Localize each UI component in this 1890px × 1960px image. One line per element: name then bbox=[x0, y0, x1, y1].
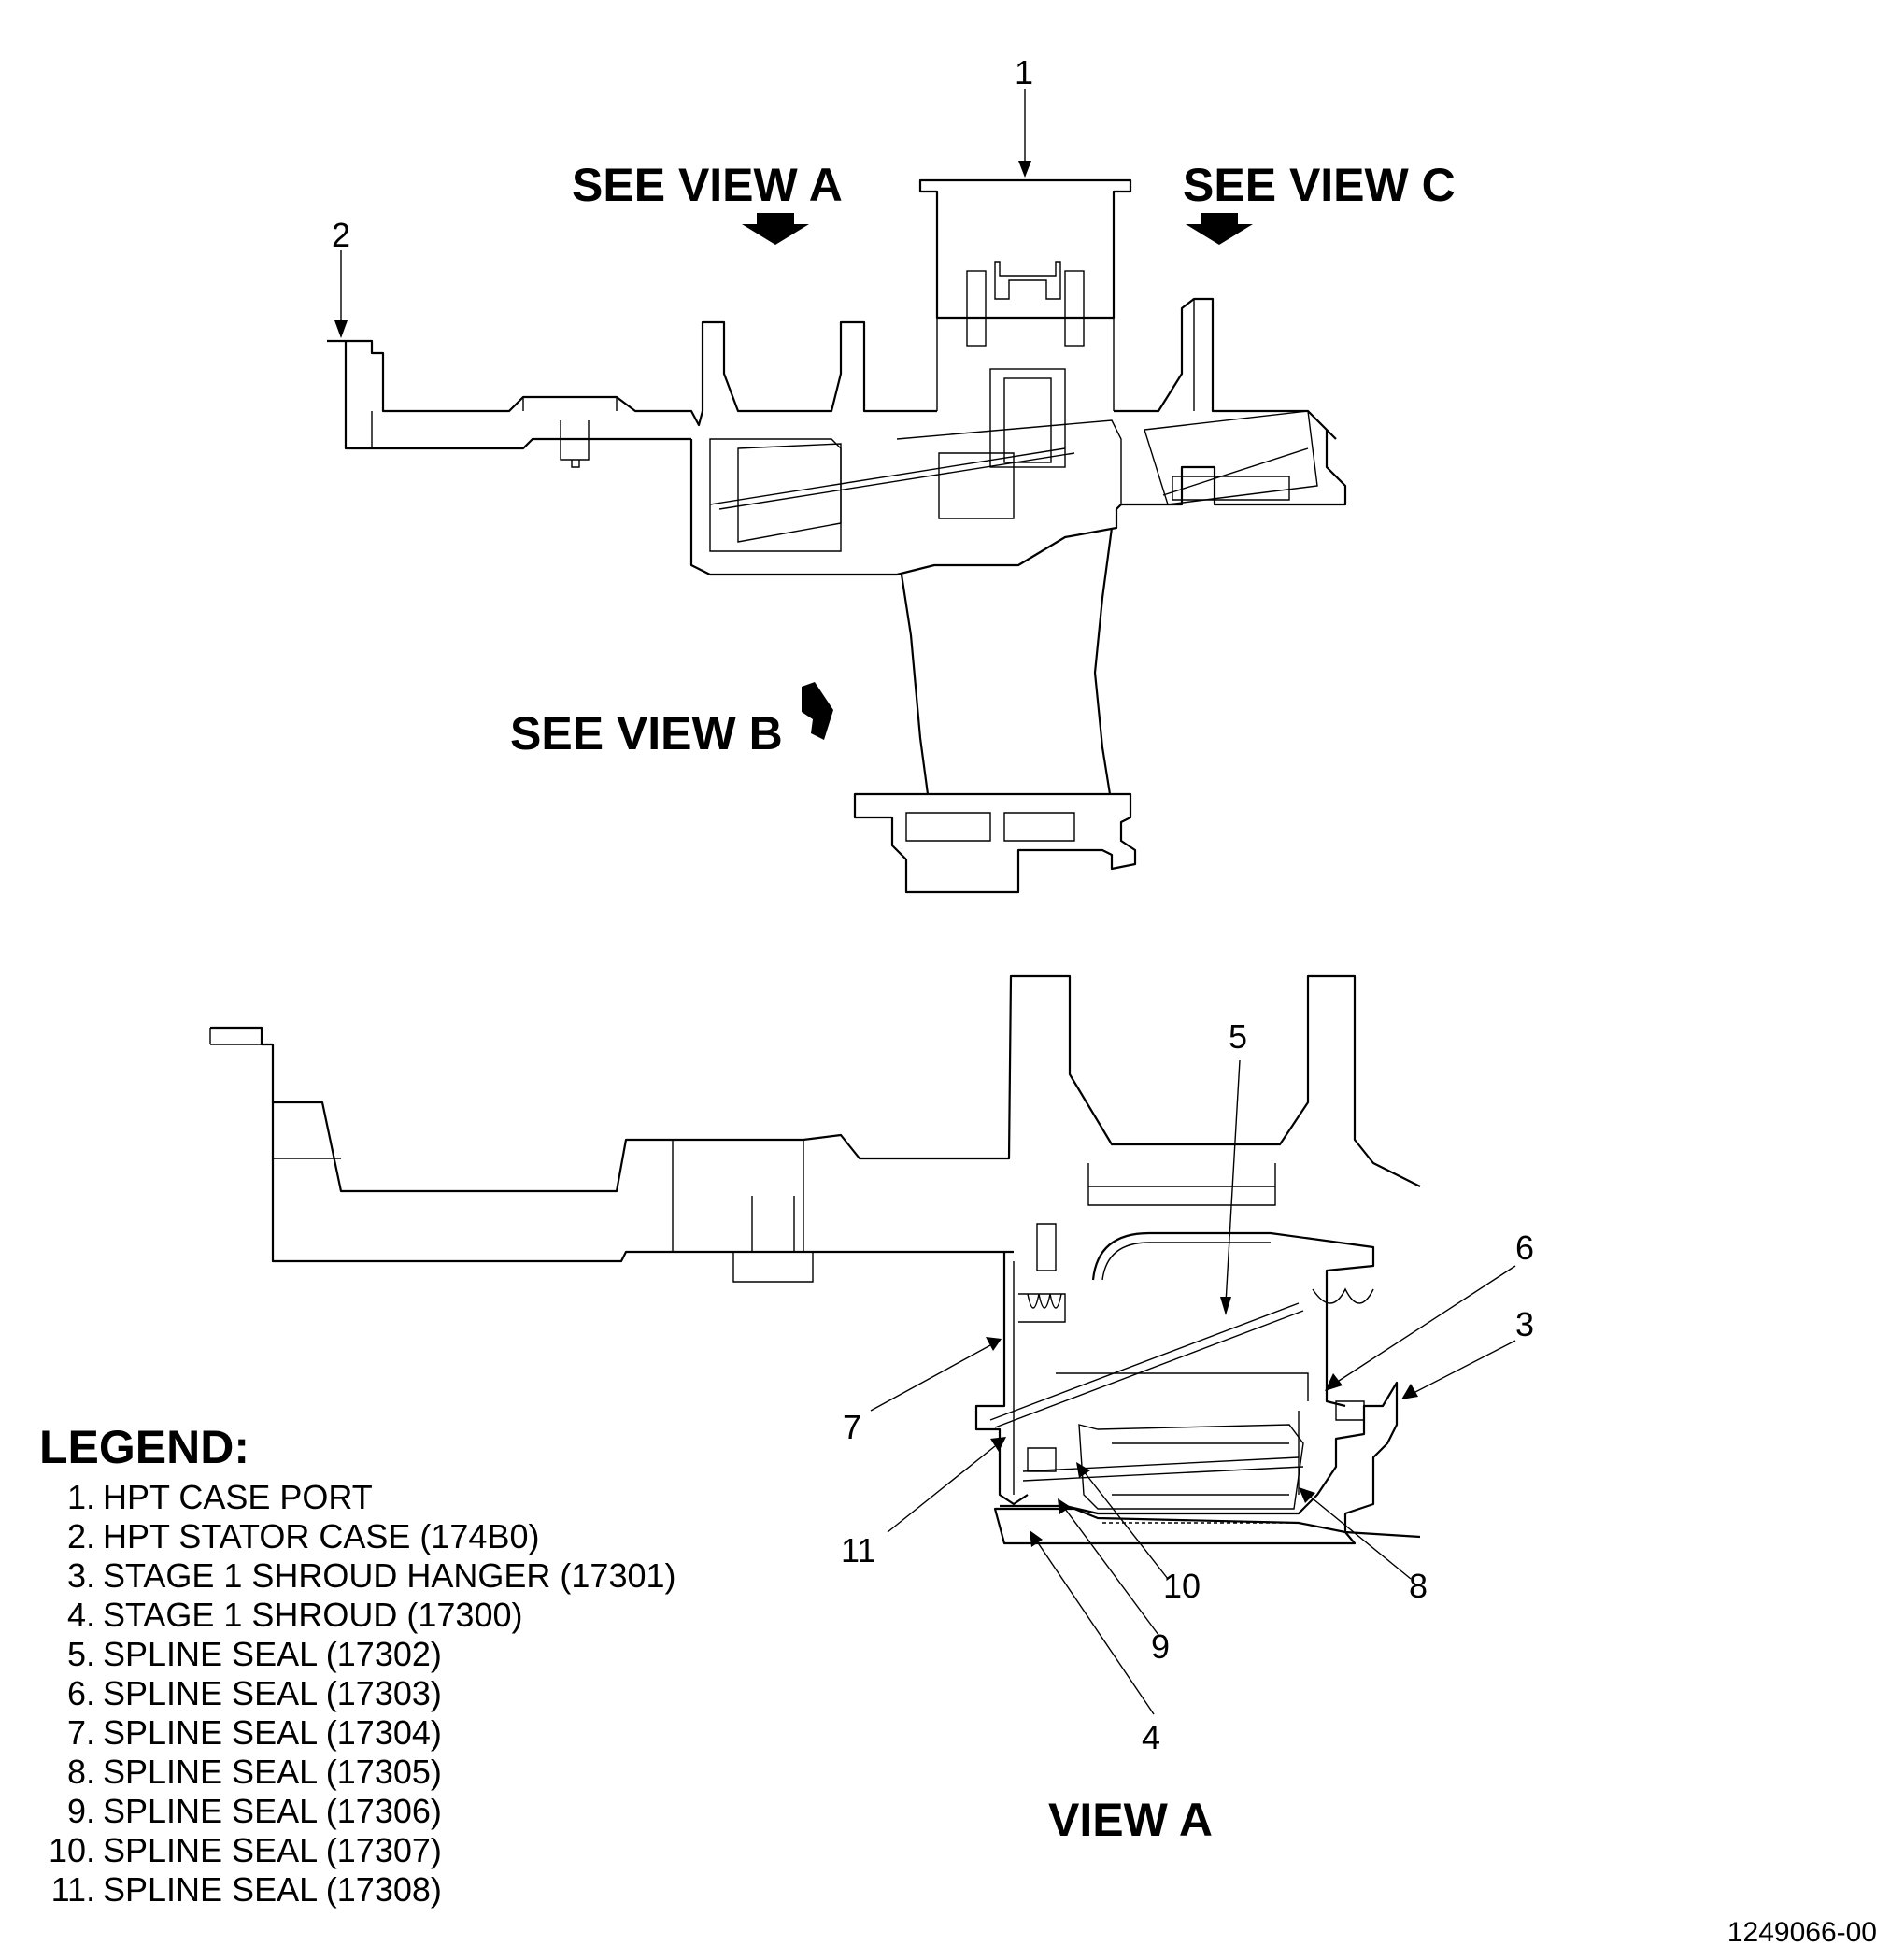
legend-item: 11.SPLINE SEAL (17308) bbox=[39, 1870, 676, 1910]
legend-item: 9.SPLINE SEAL (17306) bbox=[39, 1792, 676, 1831]
legend-item: 2.HPT STATOR CASE (174B0) bbox=[39, 1517, 676, 1556]
view-c-direction-arrow bbox=[1186, 213, 1253, 245]
legend-item-text: STAGE 1 SHROUD (17300) bbox=[103, 1596, 523, 1634]
legend-item-text: SPLINE SEAL (17306) bbox=[103, 1792, 442, 1830]
legend-item-text: SPLINE SEAL (17305) bbox=[103, 1753, 442, 1791]
figure-number: 1249066-00 bbox=[1727, 1917, 1877, 1948]
legend-item-text: STAGE 1 SHROUD HANGER (17301) bbox=[103, 1556, 676, 1595]
legend-item-number: 7. bbox=[66, 1713, 95, 1752]
callout-6: 6 bbox=[1515, 1229, 1534, 1267]
legend-item: 10.SPLINE SEAL (17307) bbox=[39, 1831, 676, 1870]
callout-3: 3 bbox=[1515, 1305, 1534, 1343]
see-view-b-label: SEE VIEW B bbox=[510, 707, 783, 760]
legend-item-text: SPLINE SEAL (17308) bbox=[103, 1870, 442, 1909]
legend-item-number: 9. bbox=[66, 1792, 95, 1830]
callout-2: 2 bbox=[332, 216, 350, 254]
view-a-leaders bbox=[870, 1059, 1516, 1715]
callout-11: 11 bbox=[841, 1531, 875, 1569]
view-a-label: VIEW A bbox=[1048, 1794, 1213, 1846]
legend-item-number: 8. bbox=[66, 1753, 95, 1791]
legend-item-text: SPLINE SEAL (17304) bbox=[103, 1713, 442, 1752]
legend-item-text: SPLINE SEAL (17302) bbox=[103, 1635, 442, 1673]
upper-leaders bbox=[334, 89, 1253, 740]
see-view-c-label: SEE VIEW C bbox=[1183, 159, 1456, 211]
legend-item-text: SPLINE SEAL (17307) bbox=[103, 1831, 442, 1869]
legend-item-text: HPT CASE PORT bbox=[103, 1478, 373, 1516]
legend-item: 8.SPLINE SEAL (17305) bbox=[39, 1753, 676, 1792]
legend-item: 7.SPLINE SEAL (17304) bbox=[39, 1713, 676, 1753]
callout-4: 4 bbox=[1142, 1718, 1160, 1756]
legend-item-number: 1. bbox=[66, 1478, 95, 1516]
view-b-direction-arrow bbox=[802, 682, 833, 740]
callout-10: 10 bbox=[1163, 1567, 1201, 1605]
callout-7: 7 bbox=[843, 1408, 861, 1446]
callout-8: 8 bbox=[1409, 1567, 1428, 1605]
callout-9: 9 bbox=[1151, 1627, 1170, 1666]
upper-assembly-drawing bbox=[327, 178, 1347, 894]
legend-item: 6.SPLINE SEAL (17303) bbox=[39, 1674, 676, 1713]
view-a-drawing bbox=[209, 974, 1421, 1545]
legend-item: 4.STAGE 1 SHROUD (17300) bbox=[39, 1596, 676, 1635]
legend-item-number: 4. bbox=[66, 1596, 95, 1634]
callout-5: 5 bbox=[1229, 1017, 1247, 1056]
legend-item-number: 6. bbox=[66, 1674, 95, 1712]
legend-item-number: 11. bbox=[50, 1870, 95, 1909]
see-view-a-label: SEE VIEW A bbox=[572, 159, 843, 211]
legend-item: 5.SPLINE SEAL (17302) bbox=[39, 1635, 676, 1674]
legend-item-number: 3. bbox=[66, 1556, 95, 1595]
legend-title: LEGEND: bbox=[39, 1421, 249, 1473]
legend-item-text: HPT STATOR CASE (174B0) bbox=[103, 1517, 540, 1555]
legend-item-number: 5. bbox=[66, 1635, 95, 1673]
view-a-direction-arrow bbox=[742, 213, 809, 245]
callout-1: 1 bbox=[1015, 53, 1033, 92]
legend-item-text: SPLINE SEAL (17303) bbox=[103, 1674, 442, 1712]
legend-item: 3.STAGE 1 SHROUD HANGER (17301) bbox=[39, 1556, 676, 1596]
legend-item-number: 10. bbox=[48, 1831, 95, 1869]
legend-item-number: 2. bbox=[66, 1517, 95, 1555]
legend-item: 1.HPT CASE PORT bbox=[39, 1478, 676, 1517]
